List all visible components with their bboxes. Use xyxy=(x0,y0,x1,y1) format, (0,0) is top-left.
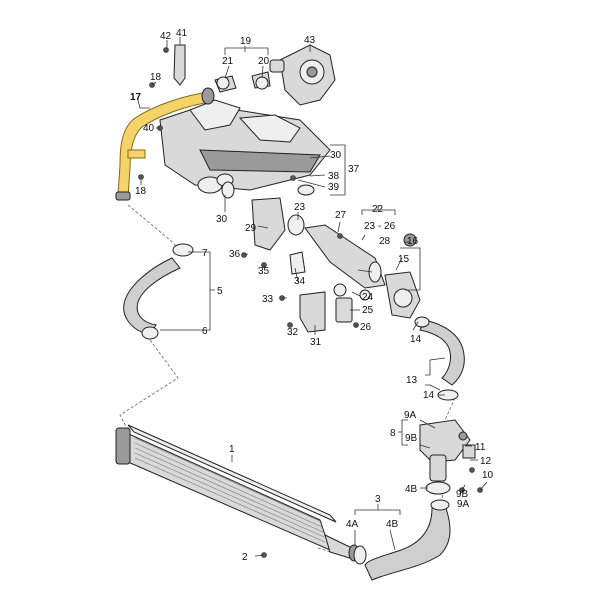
label-9a-bot: 9A xyxy=(457,499,470,510)
label-30b: 30 xyxy=(216,214,228,225)
label-23-26: 23 - 26 xyxy=(364,221,396,232)
hose-3 xyxy=(353,499,451,581)
label-5: 5 xyxy=(217,286,223,297)
hose-5 xyxy=(123,243,194,340)
label-35: 35 xyxy=(258,266,270,277)
label-9a-top: 9A xyxy=(404,410,417,421)
label-9b-bot: 9B xyxy=(456,489,469,500)
throttle-body-16 xyxy=(384,233,421,319)
leader-lines xyxy=(137,37,488,557)
label-41: 41 xyxy=(176,28,188,39)
label-11: 11 xyxy=(475,442,486,453)
label-20: 20 xyxy=(258,56,270,67)
label-9b-top: 9B xyxy=(405,433,418,444)
label-4a: 4A xyxy=(346,519,359,530)
label-18a: 18 xyxy=(150,72,162,83)
label-32: 32 xyxy=(287,327,299,338)
label-25: 25 xyxy=(362,305,374,316)
label-19: 19 xyxy=(240,36,252,47)
label-39: 39 xyxy=(328,182,340,193)
label-33: 33 xyxy=(262,294,274,305)
label-29: 29 xyxy=(245,223,257,234)
part-labels: 1 2 3 4A 4B 4B 5 6 7 8 9A 9B 9B 9A 10 11… xyxy=(130,28,494,563)
label-4b-side: 4B xyxy=(405,484,418,495)
label-14a: 14 xyxy=(410,334,422,345)
label-16: 16 xyxy=(407,236,419,247)
bracket-31-34 xyxy=(289,251,353,333)
pipe-17-highlighted xyxy=(115,87,215,201)
label-1: 1 xyxy=(229,444,235,455)
label-21: 21 xyxy=(222,56,234,67)
label-22: 22 xyxy=(372,204,384,215)
label-2: 2 xyxy=(242,552,248,563)
label-10: 10 xyxy=(482,470,494,481)
label-27: 27 xyxy=(335,210,347,221)
label-37: 37 xyxy=(348,164,360,175)
label-3: 3 xyxy=(375,494,381,505)
turbocharger xyxy=(269,44,336,106)
bracket-41 xyxy=(173,44,186,86)
connector-9 xyxy=(419,419,476,495)
intake-manifold xyxy=(159,99,331,194)
label-4b-top: 4B xyxy=(386,519,399,530)
label-43: 43 xyxy=(304,35,316,46)
label-18b: 18 xyxy=(135,186,147,197)
label-17: 17 xyxy=(130,92,142,103)
hose-13 xyxy=(414,316,465,401)
throttle-assembly xyxy=(251,197,386,301)
label-38: 38 xyxy=(328,171,340,182)
intercooler xyxy=(115,424,360,562)
label-24: 24 xyxy=(362,292,374,303)
label-13: 13 xyxy=(406,375,418,386)
label-31: 31 xyxy=(310,337,322,348)
label-8: 8 xyxy=(390,428,396,439)
label-40: 40 xyxy=(143,123,155,134)
label-26: 26 xyxy=(360,322,372,333)
label-6: 6 xyxy=(202,326,208,337)
label-34: 34 xyxy=(294,276,306,287)
label-23: 23 xyxy=(294,202,306,213)
label-14b: 14 xyxy=(423,390,435,401)
label-30a: 30 xyxy=(330,150,342,161)
label-15: 15 xyxy=(398,254,410,265)
label-7: 7 xyxy=(202,248,208,259)
label-12: 12 xyxy=(480,456,492,467)
label-42: 42 xyxy=(160,31,172,42)
bolts xyxy=(138,47,483,558)
label-28: 28 xyxy=(379,236,391,247)
clamps xyxy=(216,76,347,297)
label-36: 36 xyxy=(229,249,241,260)
